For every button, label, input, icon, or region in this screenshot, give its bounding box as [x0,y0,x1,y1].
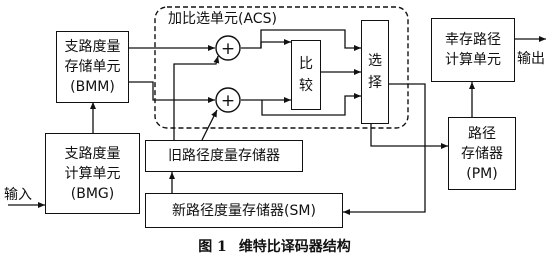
old-store-label: 旧路径度量存储器 [168,148,280,164]
select-to-sm-arrow [343,83,426,215]
acs-group-border [154,6,409,129]
input-label: 输入 [4,187,32,203]
bmm-block: 支路度量 存储单元 (BMM) [56,31,129,103]
bmg-block: 支路度量 计算单元 (BMG) [45,133,140,214]
survivor-path-unit: 幸存路径 计算单元 [431,18,515,82]
bmm-line1: 支路度量 [64,39,121,55]
compare-block: 比 较 [291,40,321,110]
old-store-to-adder2-arrow [201,109,218,141]
bmm-to-adder2-arrow [128,81,215,103]
bmg-line2: 计算单元 [64,165,121,182]
adder1-to-compare-arrow [241,39,291,49]
acs-group-label: 加比选单元(ACS) [168,11,277,27]
adder1-to-select-arrow [260,29,361,51]
select-line1: 选 [368,53,382,69]
adder-2 [215,87,241,113]
bmg-line1: 支路度量 [64,145,121,162]
pm-line1: 路径 [468,125,496,142]
bmg-line3: (BMG) [70,185,115,202]
new-path-metric-store: 新路径度量存储器(SM) [145,193,343,228]
survivor-line2: 计算单元 [445,52,501,68]
path-memory-block: 路径 存储器 (PM) [448,117,516,190]
compare-line1: 比 [299,56,313,72]
old-store-to-adder1-arrow [173,55,220,140]
old-path-metric-store: 旧路径度量存储器 [145,140,303,172]
figure-caption: 图 1 维特比译码器结构 [0,236,549,256]
select-to-pm-arrow [370,124,448,149]
adder-2-symbol: + [221,91,235,111]
caption-figure-number: 图 1 [198,239,227,255]
pm-line3: (PM) [466,165,498,182]
bmm-line3: (BMM) [70,79,115,95]
new-store-label: 新路径度量存储器(SM) [172,202,316,219]
output-label: 输出 [517,51,545,67]
adder-1 [215,35,241,61]
adder-1-symbol: + [221,39,235,59]
adder2-to-select-arrow [261,93,361,116]
bmm-line2: 存储单元 [64,59,121,75]
compare-line2: 较 [299,78,313,94]
survivor-line1: 幸存路径 [445,32,501,48]
select-line2: 择 [368,75,382,91]
pm-line2: 存储器 [461,145,503,162]
caption-title: 维特比译码器结构 [238,239,351,255]
select-block: 选 择 [361,20,389,124]
